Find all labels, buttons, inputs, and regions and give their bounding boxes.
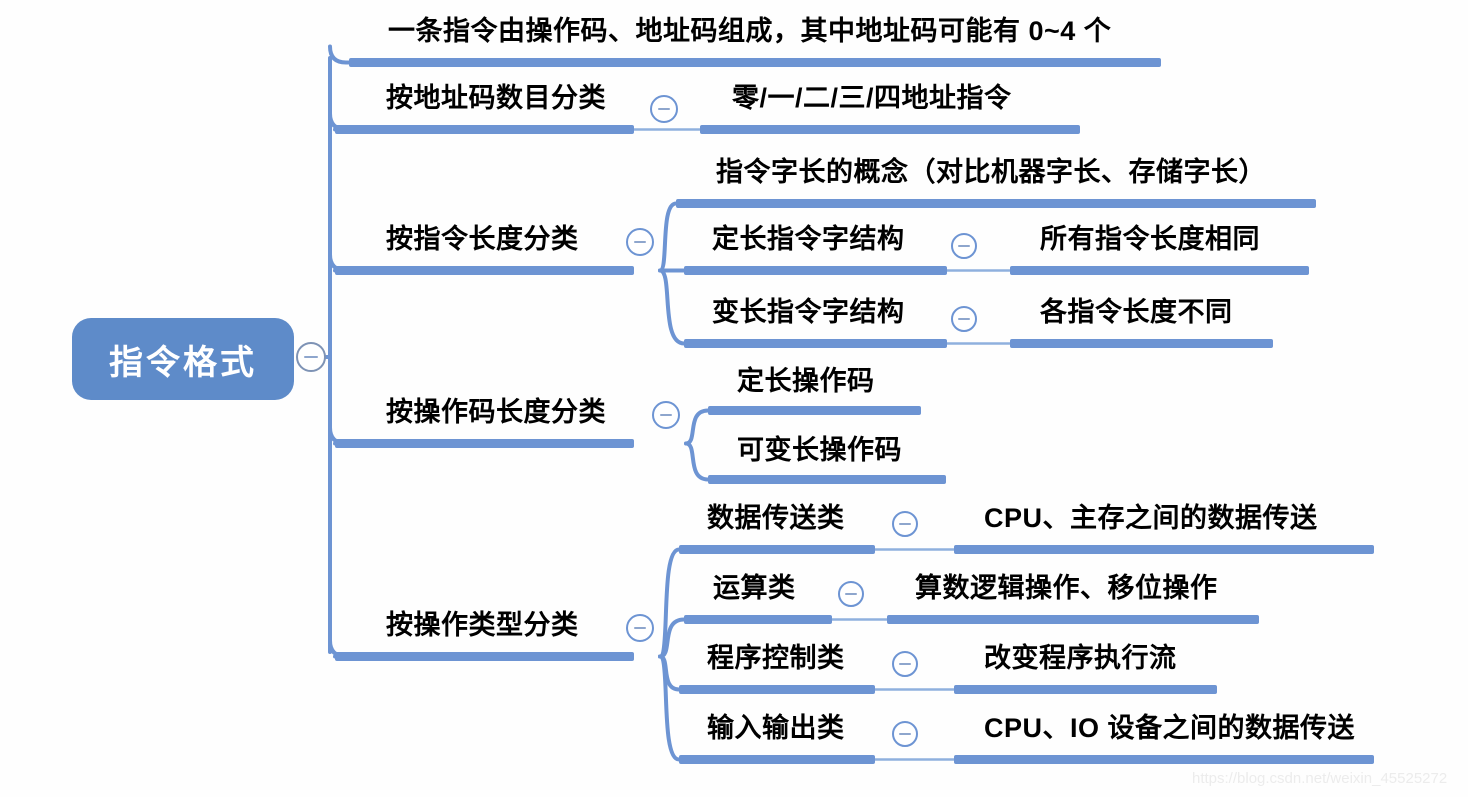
branch-5-child-4-leaf-1-underline [954,755,1374,764]
branch-3-label[interactable]: 按指令长度分类 [386,224,579,254]
minus-icon [633,627,647,629]
branch-5-underline [335,652,634,661]
branch-4-collapse-toggle[interactable] [652,401,680,429]
branch-4-child-1-label[interactable]: 定长操作码 [737,366,875,396]
branch-4-child-2-underline [708,475,946,484]
branch-5-child-1-leaf-1-label[interactable]: CPU、主存之间的数据传送 [984,503,1318,533]
branch-4-underline [335,439,634,448]
branch-5-child-4-underline [679,755,875,764]
branch-3-underline [335,266,634,275]
branch-2-label[interactable]: 按地址码数目分类 [386,83,606,113]
branch-5-child-2-collapse-toggle[interactable] [838,581,864,607]
branch-5-child-2-underline [684,615,832,624]
branch-3-child-2-leaf-1-underline [1010,266,1309,275]
branch-3-child-3-label[interactable]: 变长指令字结构 [712,297,905,327]
branch-4-child-1-underline [708,406,921,415]
branch-4-label[interactable]: 按操作码长度分类 [386,397,606,427]
branch-5-child-1-collapse-toggle[interactable] [892,511,918,537]
branch-3-child-3-collapse-toggle[interactable] [951,306,977,332]
branch-2-child-1-underline [700,125,1080,134]
branch-3-child-1-underline [676,199,1316,208]
minus-icon [899,523,911,525]
minus-icon [899,733,911,735]
branch-5-label[interactable]: 按操作类型分类 [386,610,579,640]
watermark: https://blog.csdn.net/weixin_45525272 [1192,770,1448,787]
branch-3-child-1-label[interactable]: 指令字长的概念（对比机器字长、存储字长） [716,157,1266,187]
branch-3-child-2-leaf-1-label[interactable]: 所有指令长度相同 [1040,224,1260,254]
branch-2-child-1-label[interactable]: 零/一/二/三/四地址指令 [732,83,1012,113]
branch-5-child-1-label[interactable]: 数据传送类 [707,503,845,533]
minus-icon [958,245,970,247]
root-node[interactable]: 指令格式 [72,318,294,400]
branch-3-collapse-toggle[interactable] [626,228,654,256]
branch-4-child-2-label[interactable]: 可变长操作码 [737,435,902,465]
branch-5-child-2-leaf-1-underline [887,615,1259,624]
branch-5-child-4-label[interactable]: 输入输出类 [707,713,845,743]
branch-5-child-3-collapse-toggle[interactable] [892,651,918,677]
branch-3-child-2-underline [684,266,947,275]
branch-3-child-2-label[interactable]: 定长指令字结构 [712,224,905,254]
root-collapse-toggle[interactable] [296,342,326,372]
minus-icon [657,108,671,110]
branch-3-child-3-leaf-1-label[interactable]: 各指令长度不同 [1040,297,1233,327]
branch-5-child-1-leaf-1-underline [954,545,1374,554]
root-node-label: 指令格式 [109,343,257,382]
branch-5-collapse-toggle[interactable] [626,614,654,642]
branch-2-underline [335,125,634,134]
branch-5-child-4-leaf-1-label[interactable]: CPU、IO 设备之间的数据传送 [984,713,1356,743]
branch-1-underline [349,58,1161,67]
branch-1-label[interactable]: 一条指令由操作码、地址码组成，其中地址码可能有 0~4 个 [388,16,1112,46]
branch-3-child-2-collapse-toggle[interactable] [951,233,977,259]
minus-icon [845,593,857,595]
minus-icon [304,356,318,358]
branch-5-child-3-underline [679,685,875,694]
branch-5-child-3-leaf-1-label[interactable]: 改变程序执行流 [984,643,1177,673]
branch-5-child-2-leaf-1-label[interactable]: 算数逻辑操作、移位操作 [915,573,1218,603]
branch-5-child-3-leaf-1-underline [954,685,1217,694]
minus-icon [958,318,970,320]
branch-5-child-1-underline [679,545,875,554]
branch-5-child-2-label[interactable]: 运算类 [713,573,796,603]
branch-2-collapse-toggle[interactable] [650,95,678,123]
minus-icon [659,414,673,416]
branch-5-child-4-collapse-toggle[interactable] [892,721,918,747]
minus-icon [899,663,911,665]
branch-3-child-3-underline [684,339,947,348]
minus-icon [633,241,647,243]
branch-3-child-3-leaf-1-underline [1010,339,1273,348]
branch-5-child-3-label[interactable]: 程序控制类 [707,643,845,673]
